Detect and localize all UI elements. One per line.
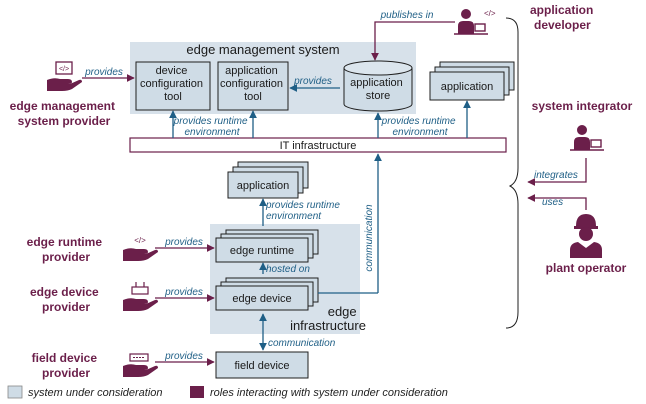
role-ems-provider-1: edge management <box>10 99 115 113</box>
legend-roles-label: roles interacting with system under cons… <box>210 387 448 399</box>
svg-text:application store: application store <box>350 77 406 102</box>
role-device-provider-2: provider <box>42 300 90 314</box>
svg-text:edge infrastructure: edge infrastructure <box>290 304 366 333</box>
label-runtime-env-b2: environment <box>392 127 448 138</box>
code-hand-icon-runtime: </> <box>123 236 158 261</box>
role-system-integrator: system integrator <box>532 99 633 113</box>
svg-text:edge management system pro: edge management system provider <box>10 99 119 128</box>
edge-management-system-title: edge management system <box>186 42 339 57</box>
field-device-label: field device <box>234 360 289 372</box>
device-hand-icon <box>123 282 158 311</box>
svg-text:application developer: application developer <box>530 3 597 32</box>
edge-device-stack <box>215 277 319 311</box>
role-runtime-provider-1: edge runtime <box>27 235 103 249</box>
svg-text:edge device provider: edge device provider <box>30 285 102 314</box>
edge-runtime-label: edge runtime <box>230 245 294 257</box>
label-runtime-env-a1: provides runtime <box>173 116 248 127</box>
role-runtime-provider-2: provider <box>42 250 90 264</box>
label-runtime-env-b1: provides runtime <box>381 116 456 127</box>
edge-infra-line1: edge <box>328 304 357 319</box>
label-runtime-env-c1: provides runtime <box>265 200 340 211</box>
edge-infra-line2: infrastructure <box>290 318 366 333</box>
label-provides-ems: provides <box>84 67 123 78</box>
arrow-publishes-in <box>371 21 455 61</box>
device-configuration-tool <box>135 61 211 111</box>
label-communication-vertical: communication <box>364 204 375 272</box>
application-top-label: application <box>441 81 494 93</box>
edge-device-label: edge device <box>232 293 291 305</box>
role-field-provider-1: field device <box>32 351 98 365</box>
label-provides-store: provides <box>293 76 332 87</box>
field-device <box>215 351 309 379</box>
device-config-line3: tool <box>164 91 182 103</box>
label-integrates: integrates <box>534 170 578 181</box>
role-plant-operator: plant operator <box>546 261 627 275</box>
legend-system-label: system under consideration <box>28 387 163 399</box>
app-config-line2: configuration <box>220 78 283 90</box>
device-config-line2: configuration <box>140 78 203 90</box>
operator-helmet-icon <box>570 214 602 258</box>
svg-text:device configuration t: device configuration tool <box>140 65 206 103</box>
label-publishes-in: publishes in <box>380 10 434 21</box>
svg-text:application configuration: application configuration tool <box>220 65 286 103</box>
device-config-line1: device <box>156 65 188 77</box>
role-field-provider-2: provider <box>42 366 90 380</box>
application-mid-stack <box>227 161 309 199</box>
svg-text:field device provider: field device provider <box>32 351 101 380</box>
it-infrastructure <box>129 137 507 153</box>
label-provides-field: provides <box>164 351 203 362</box>
legend-system-swatch <box>7 385 23 399</box>
arrow-uses <box>527 194 587 210</box>
svg-text:</>: </> <box>484 9 496 18</box>
legend-roles-swatch <box>190 386 204 398</box>
app-store-line1: application <box>350 77 403 89</box>
app-config-line3: tool <box>244 91 262 103</box>
label-provides-runtime: provides <box>164 237 203 248</box>
edge-runtime-stack <box>215 229 319 263</box>
role-device-provider-1: edge device <box>30 285 99 299</box>
label-uses: uses <box>542 197 563 208</box>
system-integrator-brace <box>505 17 519 329</box>
developer-icon: </> <box>453 8 496 35</box>
application-configuration-tool <box>217 61 289 111</box>
it-infrastructure-label: IT infrastructure <box>280 140 357 152</box>
code-hand-icon: </> <box>47 61 82 91</box>
role-app-developer-2: developer <box>534 18 591 32</box>
application-top-stack <box>429 61 515 101</box>
role-app-developer-1: application <box>530 3 593 17</box>
integrator-icon <box>569 124 605 151</box>
app-store-line2: store <box>366 90 390 102</box>
application-store <box>343 60 413 112</box>
label-runtime-env-c2: environment <box>266 211 322 222</box>
label-runtime-env-a2: environment <box>184 127 240 138</box>
arrow-integrates <box>527 158 587 186</box>
svg-text:</>: </> <box>59 66 69 73</box>
svg-text:</>: </> <box>134 236 146 245</box>
label-hosted-on: hosted on <box>266 264 310 275</box>
role-ems-provider-2: system provider <box>18 114 111 128</box>
svg-text:edge runtime provider: edge runtime provider <box>27 235 106 264</box>
application-mid-label: application <box>237 180 290 192</box>
label-communication-field: communication <box>268 338 336 349</box>
label-provides-device: provides <box>164 287 203 298</box>
svg-text:provides runtime environme: provides runtime environment <box>265 200 343 222</box>
svg-text:provides runtime environme: provides runtime environment <box>173 116 251 138</box>
app-config-line1: application <box>225 65 278 77</box>
svg-text:provides runtime environme: provides runtime environment <box>381 116 459 138</box>
field-device-hand-icon <box>123 353 158 377</box>
